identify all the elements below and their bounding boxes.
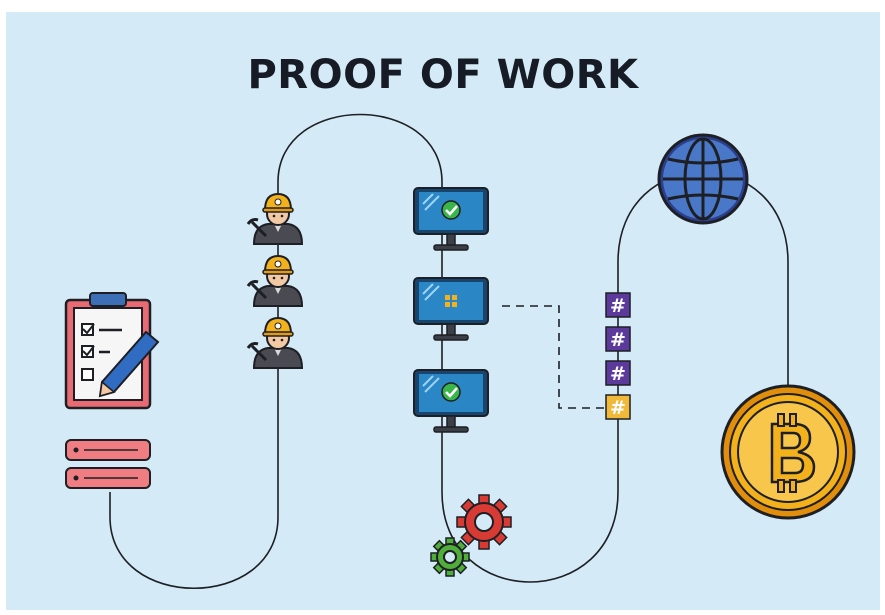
block-grid-icon [445,295,457,307]
proof-of-work-diagram: # # # # [64,113,856,589]
globe-icon [657,133,749,225]
gear-icon [456,494,512,550]
diagram-title: PROOF OF WORK [247,52,639,98]
miner-icon [246,192,304,246]
monitor-icon [413,277,489,341]
miner-icon [246,316,304,370]
dashed-connector [502,305,611,409]
data-record-icon [65,439,151,489]
check-icon [441,382,461,402]
svg-text:#: # [610,295,626,317]
miner-icon [246,254,304,308]
diagram-canvas: PROOF OF WORK [6,12,880,610]
svg-text:#: # [610,363,626,385]
svg-text:#: # [610,329,626,351]
hash-icon: # [605,326,631,352]
check-icon [441,200,461,220]
clipboard-checklist-icon [64,292,160,410]
svg-text:#: # [610,397,626,419]
monitor-icon [413,187,489,251]
monitor-icon [413,369,489,433]
gear-icon [430,537,470,577]
hash-icon: # [605,394,631,420]
bitcoin-icon [720,384,856,520]
hash-icon: # [605,360,631,386]
hash-icon: # [605,292,631,318]
